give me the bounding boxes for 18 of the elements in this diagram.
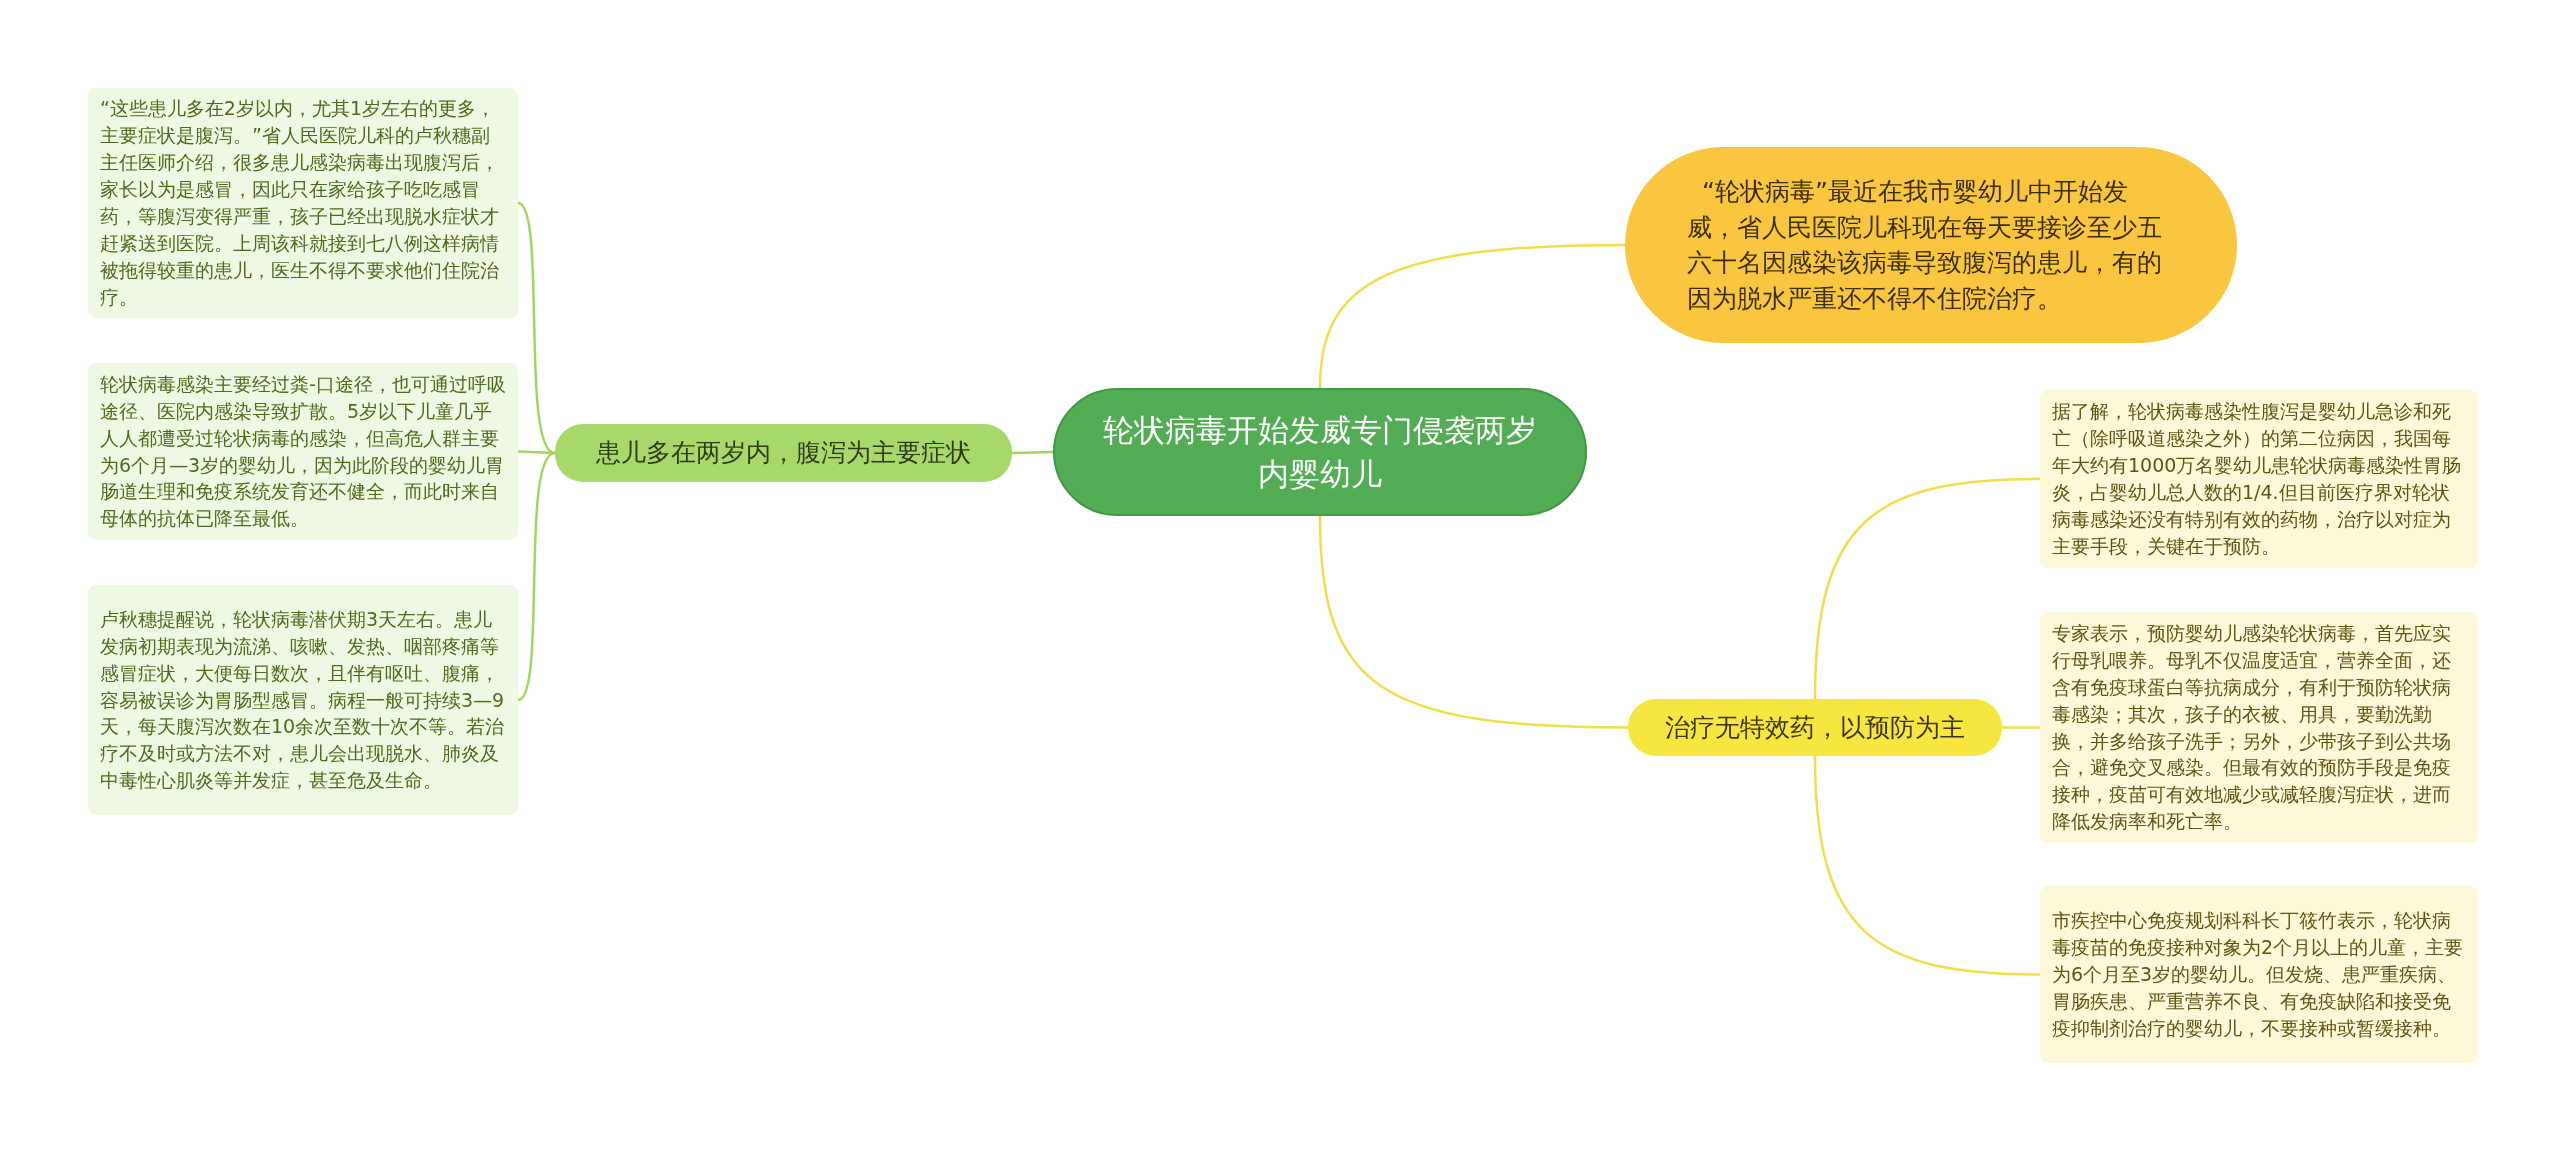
central-topic: 轮状病毒开始发威专门侵袭两岁内婴幼儿	[1053, 388, 1587, 516]
connector-line	[1813, 477, 2041, 700]
note-card: 轮状病毒感染主要经过粪-口途径，也可通过呼吸途径、医院内感染导致扩散。5岁以下儿童几乎人人都遭受过轮状病毒的感染，但高危人群主要为6个月—3岁的婴幼儿，因为此阶段的婴幼儿胃肠道生理和免疫系统发育还不健全，而此时来自母体的抗体已降至最低。	[88, 363, 518, 540]
note-card: 市疾控中心免疫规划科科长丁筱竹表示，轮状病毒疫苗的免疫接种对象为2个月以上的儿童，主要为6个月至3岁的婴幼儿。但发烧、患严重疾病、胃肠疾患、严重营养不良、有免疫缺陷和接受免疫抑制剂治疗的婴幼儿，不要接种或暂缓接种。	[2040, 886, 2478, 1063]
topic-bubble: “轮状病毒”最近在我市婴幼儿中开始发威，省人民医院儿科现在每天要接诊至少五六十名因感染该病毒导致腹泻的患儿，有的因为脱水严重还不得不住院治疗。	[1625, 147, 2237, 343]
branch-topic: 患儿多在两岁内，腹泻为主要症状	[555, 424, 1012, 482]
connector-line	[1318, 515, 1628, 729]
connector-line	[1011, 450, 1054, 455]
note-card: 卢秋穗提醒说，轮状病毒潜伏期3天左右。患儿发病初期表现为流涕、咳嗽、发热、咽部疼痛等感冒症状，大便每日数次，且伴有呕吐、腹痛，容易被误诊为胃肠型感冒。病程一般可持续3—9天，每天腹泻次数在10余次至数十次不等。若治疗不及时或方法不对，患儿会出现脱水、肺炎及中毒性心肌炎等并发症，甚至危及生命。	[88, 585, 518, 815]
note-card: 专家表示，预防婴幼儿感染轮状病毒，首先应实行母乳喂养。母乳不仅温度适宜，营养全面，还含有免疫球蛋白等抗病成分，有利于预防轮状病毒感染；其次，孩子的衣被、用具，要勤洗勤换，并多给孩子洗手；另外，少带孩子到公共场合，避免交叉感染。但最有效的预防手段是免疫接种，疫苗可有效地减少或减轻腹泻症状，进而降低发病率和死亡率。	[2040, 612, 2478, 843]
note-card: “这些患儿多在2岁以内，尤其1岁左右的更多，主要症状是腹泻。”省人民医院儿科的卢秋穗副主任医师介绍，很多患儿感染病毒出现腹泻后，家长以为是感冒，因此只在家给孩子吃吃感冒药，等腹泻变得严重，孩子已经出现脱水症状才赶紧送到医院。上周该科就接到七八例这样病情被拖得较重的患儿，医生不得不要求他们住院治疗。	[88, 88, 518, 318]
branch-topic: 治疗无特效药，以预防为主	[1628, 699, 2002, 756]
note-card: 据了解，轮状病毒感染性腹泻是婴幼儿急诊和死亡（除呼吸道感染之外）的第二位病因，我国每年大约有1000万名婴幼儿患轮状病毒感染性胃肠炎，占婴幼儿总人数的1/4.但目前医疗界对轮状病毒感染还没有特别有效的药物，治疗以对症为主要手段，关键在于预防。	[2040, 390, 2478, 568]
connector-line	[517, 202, 556, 455]
connector-line	[1813, 755, 2041, 976]
connector-line	[517, 451, 556, 701]
connector-line	[2002, 726, 2040, 729]
connector-line	[1318, 243, 1625, 389]
